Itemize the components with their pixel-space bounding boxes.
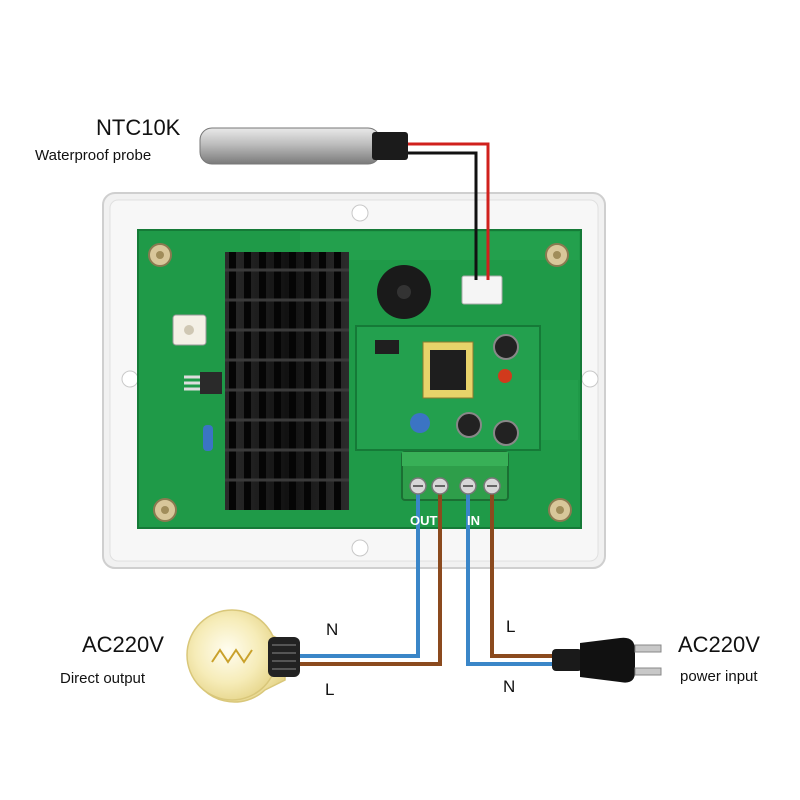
heatsink-fin (304, 252, 311, 510)
light-bulb (186, 609, 300, 703)
mounting-screw (545, 243, 569, 267)
heatsink-fin (259, 252, 266, 510)
output-subtitle: Direct output (60, 670, 146, 687)
optocoupler (172, 314, 207, 346)
power-plug (552, 637, 662, 683)
capacitor (493, 334, 519, 360)
mounting-screw (548, 498, 572, 522)
probe-wires (400, 142, 490, 280)
transistor (184, 372, 222, 394)
input-wire-n-label: N (503, 677, 516, 696)
terminal-in-label: IN (467, 513, 480, 528)
power-module (355, 325, 541, 451)
capacitor (456, 412, 482, 438)
indicator-led (498, 369, 512, 383)
heatsink-fin (319, 252, 326, 510)
probe-connector (461, 275, 503, 305)
heatsink (225, 252, 349, 510)
probe-subtitle: Waterproof probe (35, 147, 152, 164)
input-subtitle: power input (680, 668, 758, 685)
terminal-out-label: OUT (410, 513, 438, 528)
output-title: AC220V (82, 632, 164, 657)
mounting-screw (148, 243, 172, 267)
terminal-screws (409, 477, 501, 495)
heatsink-fin (334, 252, 341, 510)
mounting-screw (153, 498, 177, 522)
output-wires (300, 486, 442, 666)
ntc-probe (199, 127, 408, 165)
heatsink-fin (229, 252, 236, 510)
input-wires (466, 486, 560, 666)
heatsink-fin (244, 252, 251, 510)
heatsink-fin (289, 252, 296, 510)
capacitor (203, 425, 213, 451)
input-title: AC220V (678, 632, 760, 657)
capacitor (493, 420, 519, 446)
buzzer (377, 265, 431, 319)
terminal-block (401, 451, 509, 501)
heatsink-fin (274, 252, 281, 510)
output-wire-n-label: N (326, 620, 339, 639)
input-wire-l-label: L (506, 617, 516, 636)
capacitor (410, 413, 430, 433)
probe-title: NTC10K (96, 115, 181, 140)
output-wire-l-label: L (325, 680, 335, 699)
